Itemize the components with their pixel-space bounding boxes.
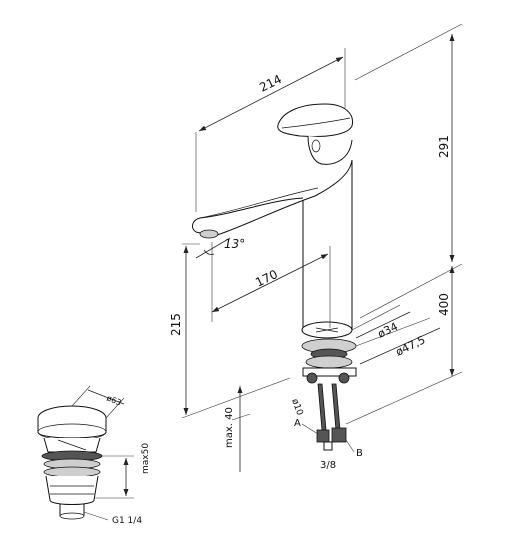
dim-spout-projection: 170 [211, 246, 331, 328]
dim-hose-diameter-label: ø10 [289, 398, 304, 418]
dim-max-thickness: max. 40 [224, 386, 251, 472]
flexible-hoses [316, 383, 347, 451]
dim-base-diameters: ø34 ø47,5 [351, 304, 441, 365]
dim-max-thickness-label: max. 40 [224, 407, 235, 448]
dim-total-height-label: 291 [437, 135, 451, 158]
dim-spout-angle: 13° [195, 237, 245, 322]
hose-a-label: A [294, 418, 301, 429]
dim-base-height: 400 [345, 266, 463, 425]
waste-thread-label: G1 1/4 [112, 516, 142, 526]
dim-spout-angle-label: 13° [224, 237, 245, 251]
dim-total-height: 291 [354, 23, 463, 319]
dim-flange-diameter-label: ø47,5 [394, 333, 428, 358]
dim-spout-projection-label: 170 [253, 267, 280, 290]
faucet-body [192, 103, 357, 384]
pop-up-waste [37, 405, 107, 520]
waste-diameter-label: ø63 [105, 394, 122, 408]
hose-b-label: B [356, 448, 363, 459]
dim-base-height-label: 400 [437, 293, 451, 316]
dim-base-diameter-label: ø34 [376, 320, 400, 341]
dim-spout-length-label: 214 [257, 72, 284, 95]
dim-under-spout-height: 215 [169, 243, 291, 419]
waste-max-height-label: max50 [141, 443, 151, 474]
dim-under-spout-height-label: 215 [169, 313, 183, 336]
connection-label: 3/8 [320, 460, 336, 471]
